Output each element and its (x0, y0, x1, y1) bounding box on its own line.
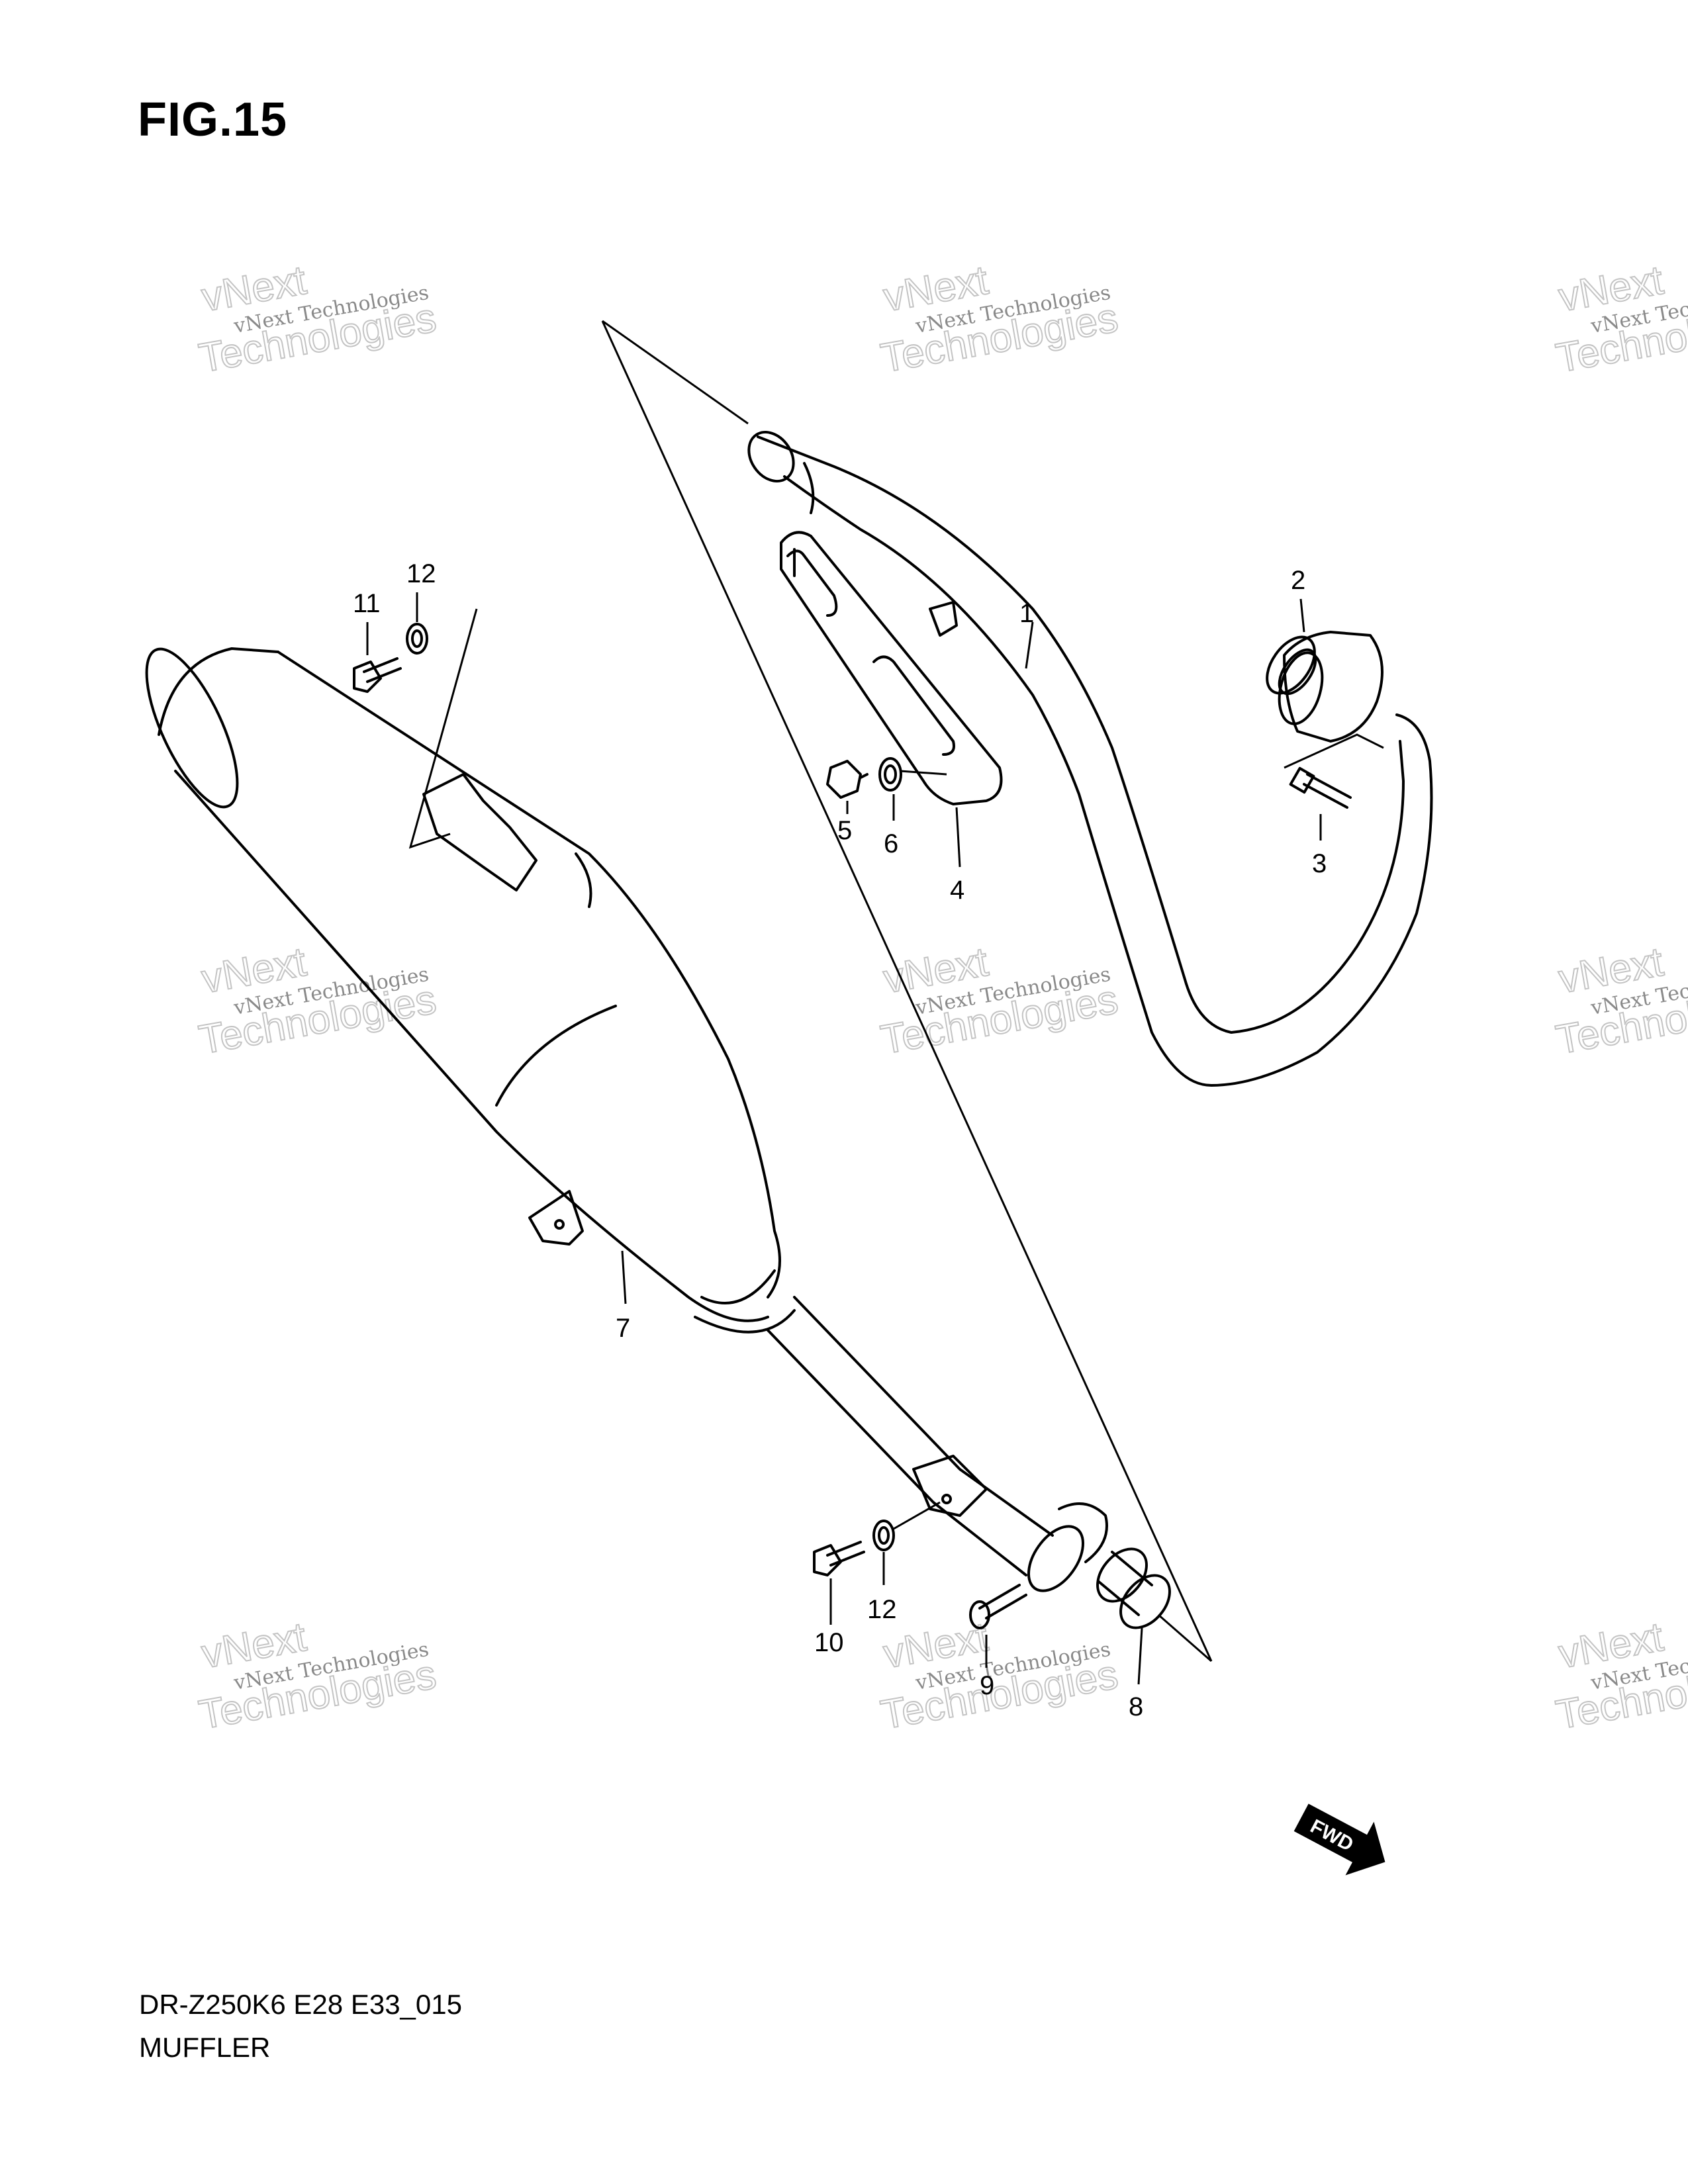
fwd-arrow-icon: FWD (1293, 1803, 1385, 1876)
bolt-10 (813, 1541, 865, 1576)
callout-10: 10 (814, 1628, 844, 1657)
washer-12-upper (406, 623, 428, 655)
leader-line (893, 1501, 941, 1530)
callout-labels: 1 2 3 4 5 6 7 8 9 10 11 12 12 (353, 559, 1327, 1721)
leader-line (900, 770, 947, 776)
callout-1: 1 (1019, 599, 1034, 628)
leader-line (1284, 733, 1384, 769)
heat-protector (780, 531, 1003, 805)
callout-leaders (366, 592, 1322, 1685)
muffler-body (145, 647, 1108, 1592)
diagram-code: DR-Z250K6 E28 E33_015 (139, 1989, 462, 2020)
washer-12-lower (872, 1520, 895, 1551)
bolt-5 (826, 760, 868, 799)
leader-line (408, 608, 478, 849)
watermark: vNext Technologies vNext Technologies (195, 1614, 440, 1739)
assembly-bracket-line (601, 320, 1213, 1662)
watermark: vNext Technologies vNext Technologies (1552, 938, 1688, 1064)
callout-3: 3 (1312, 849, 1327, 878)
callout-5: 5 (837, 816, 852, 845)
callout-9: 9 (980, 1671, 994, 1700)
callout-6: 6 (884, 829, 898, 858)
bolt-9 (969, 1584, 1027, 1629)
callout-11: 11 (353, 589, 381, 618)
exhaust-pipe (747, 430, 1433, 1087)
washer-6 (878, 757, 902, 792)
callout-8: 8 (1129, 1692, 1143, 1721)
callout-2: 2 (1291, 566, 1305, 595)
diagram-name: MUFFLER (139, 2032, 271, 2063)
watermarks: vNext Technologies vNext Technologies vN… (195, 257, 1688, 1739)
muffler-sleeve (1096, 1547, 1171, 1629)
watermark: vNext Technologies vNext Technologies (877, 257, 1122, 383)
bolt-11 (353, 657, 402, 693)
bolt-3 (1289, 766, 1352, 809)
callout-12-lower: 12 (867, 1595, 897, 1624)
watermark: vNext Technologies vNext Technologies (1552, 257, 1688, 383)
callout-4: 4 (950, 876, 964, 905)
callout-7: 7 (616, 1314, 630, 1343)
watermark: vNext Technologies vNext Technologies (1552, 1614, 1688, 1739)
callout-12-upper: 12 (406, 559, 436, 588)
watermark: vNext Technologies vNext Technologies (877, 938, 1122, 1064)
figure-title: FIG.15 (138, 93, 288, 146)
gasket-ring (1266, 635, 1317, 696)
watermark: vNext Technologies vNext Technologies (195, 938, 440, 1064)
watermark: vNext Technologies vNext Technologies (195, 257, 440, 383)
